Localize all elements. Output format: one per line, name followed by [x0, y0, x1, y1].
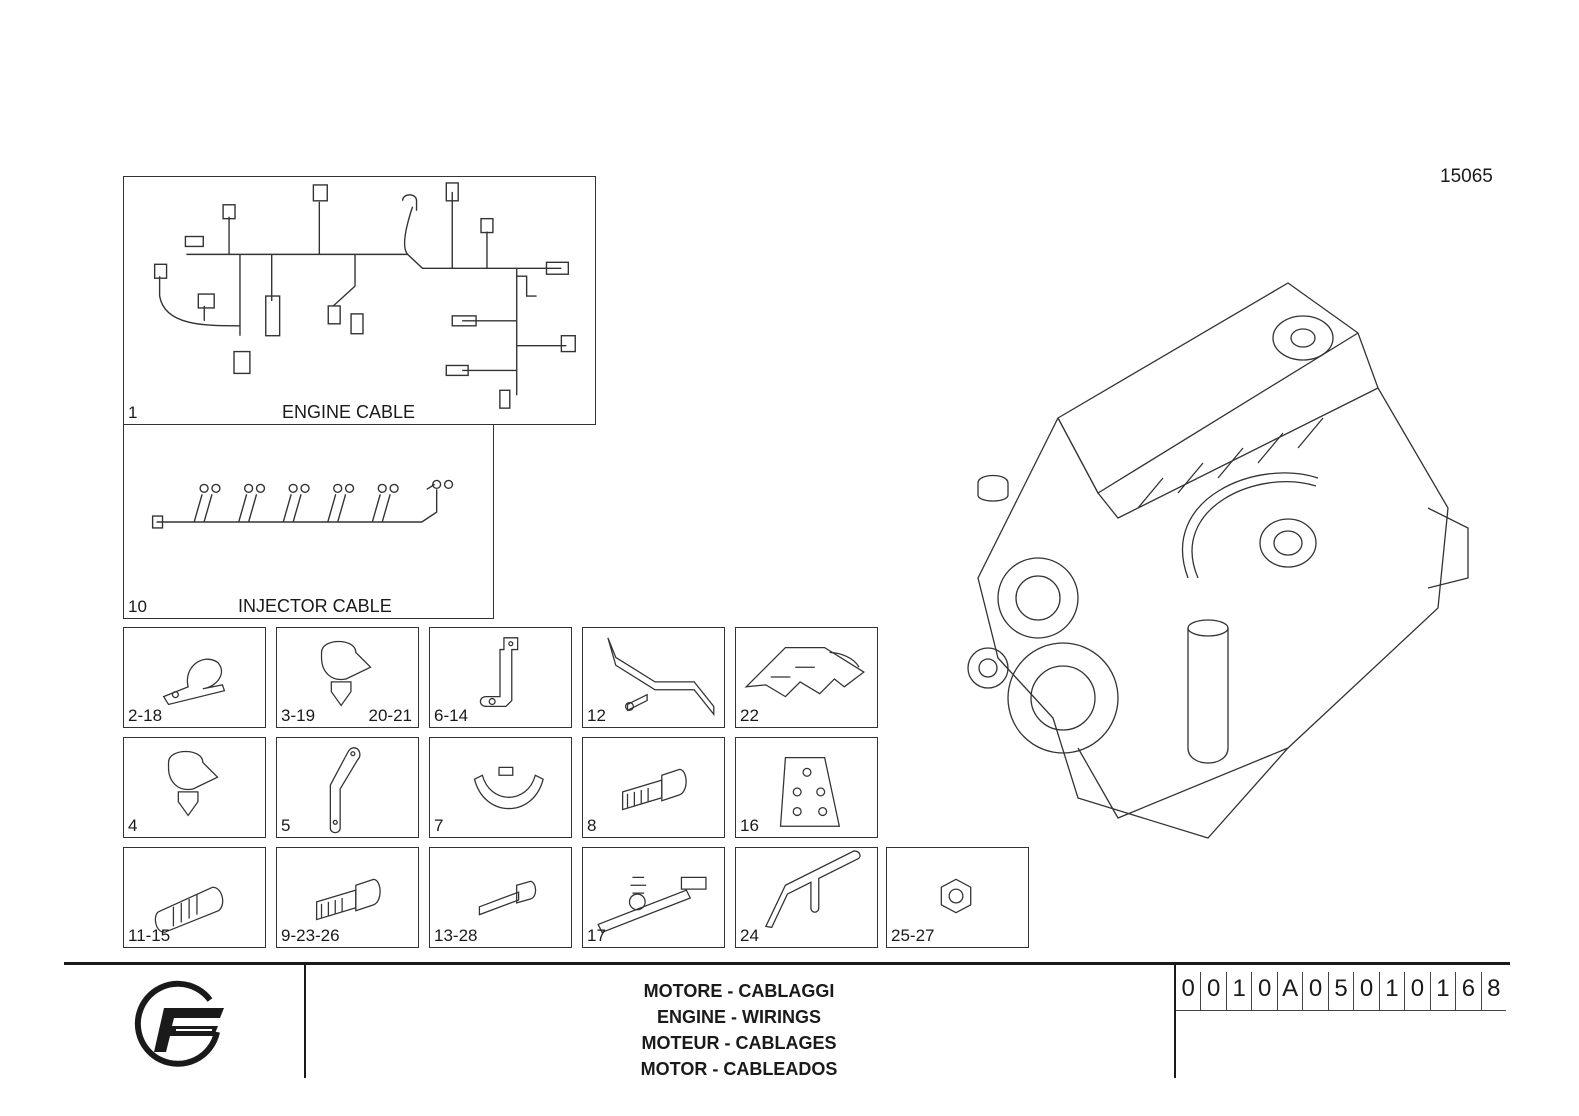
part-panel: 7 [429, 737, 572, 838]
injector-cable-title: INJECTOR CABLE [238, 596, 392, 616]
part-ref: 12 [587, 706, 606, 725]
injector-cable-ref: 10 [128, 597, 147, 616]
part-panel: 13-28 [429, 847, 572, 948]
part-ref: 22 [740, 706, 759, 725]
part-ref: 17 [587, 926, 606, 945]
curved-bracket-icon [764, 850, 861, 929]
part-panel: 22 [735, 627, 878, 728]
part-ref: 13-28 [434, 926, 478, 945]
engine-cable-title: ENGINE CABLE [282, 402, 416, 422]
part-ref: 5 [281, 816, 291, 835]
part-ref: 4 [128, 816, 138, 835]
part-ref: 6-14 [434, 706, 469, 725]
bolt-icon [315, 878, 381, 921]
footer-divider-left [304, 963, 306, 1078]
code-digit: 5 [1329, 972, 1355, 1010]
title-fr: MOTEUR - CABLAGES [641, 1033, 837, 1053]
part-ref: 2-18 [128, 706, 163, 725]
part-panel: 3-19 20-21 [276, 627, 419, 728]
title-es: MOTOR - CABLEADOS [640, 1059, 838, 1079]
part-ref: 9-23-26 [281, 926, 340, 945]
code-digit: 1 [1380, 972, 1406, 1010]
clip-clamp-icon [320, 640, 372, 707]
part-ref: 7 [434, 816, 444, 835]
part-panel: 12 [582, 627, 725, 728]
nut-icon [940, 878, 972, 914]
clip-clamp-icon [167, 750, 219, 817]
long-bolt-icon [478, 880, 537, 916]
engine-cable-drawing [153, 182, 576, 409]
part-panel: 4 [123, 737, 266, 838]
code-digit: A [1278, 972, 1304, 1010]
code-digit: 0 [1252, 972, 1278, 1010]
part-panel: 5 [276, 737, 419, 838]
part-ref: 25-27 [891, 926, 935, 945]
stud-icon [154, 886, 224, 933]
z-bracket-icon [607, 637, 715, 717]
engine-illustration [958, 278, 1478, 848]
code-digit: 1 [1431, 972, 1457, 1010]
part-ref: 11-15 [128, 926, 171, 945]
part-panel: 16 [735, 737, 878, 838]
part-panel: 2-18 [123, 627, 266, 728]
injector-cable-drawing [151, 479, 454, 529]
part-ref: 24 [740, 926, 759, 945]
part-panel: 25-27 [886, 847, 1029, 948]
title-it: MOTORE - CABLAGGI [643, 981, 835, 1001]
code-digit: 6 [1456, 972, 1482, 1010]
p-clamp-icon [162, 658, 226, 706]
footer-divider-right [1174, 963, 1176, 1078]
code-digit: 0 [1201, 972, 1227, 1010]
l-bracket-icon [479, 637, 519, 708]
code-digit: 0 [1176, 972, 1202, 1010]
engine-cable-panel: 1 ENGINE CABLE [123, 176, 596, 425]
code-digit: 1 [1227, 972, 1253, 1010]
part-ref-secondary: 20-21 [368, 706, 412, 725]
brand-logo [132, 980, 227, 1070]
part-panel: 6-14 [429, 627, 572, 728]
sheet-number: 15065 [1440, 166, 1493, 187]
part-panel: 17 [582, 847, 725, 948]
bolt-icon [621, 768, 687, 811]
code-digit: 0 [1405, 972, 1431, 1010]
code-digit: 0 [1354, 972, 1380, 1010]
part-ref: 3-19 [281, 706, 316, 725]
plate-icon [779, 756, 841, 827]
cable-holder-icon [744, 646, 865, 698]
code-digit: 8 [1487, 975, 1501, 1002]
part-panel: 24 [735, 847, 878, 948]
footer-titles: MOTORE - CABLAGGI ENGINE - WIRINGS MOTEU… [306, 978, 1172, 1082]
part-ref: 8 [587, 816, 597, 835]
footer-rule [64, 962, 1510, 965]
engine-cable-ref: 1 [128, 403, 138, 422]
injector-cable-panel: 10 INJECTOR CABLE [123, 424, 494, 619]
part-panel: 11-15 [123, 847, 266, 948]
cable-tie-icon [473, 766, 544, 810]
part-panel: 8 [582, 737, 725, 838]
part-panel: 9-23-26 [276, 847, 419, 948]
code-digit: 0 [1303, 972, 1329, 1010]
title-en: ENGINE - WIRINGS [656, 1007, 821, 1027]
part-ref: 16 [740, 816, 759, 835]
strap-clip-icon [597, 876, 707, 934]
offset-bracket-icon [329, 747, 361, 834]
